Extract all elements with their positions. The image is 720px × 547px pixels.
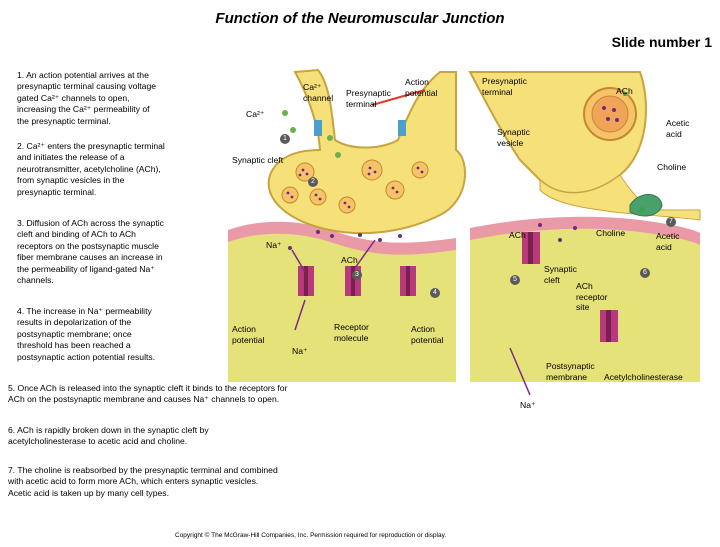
na-label-bottom: Na⁺: [292, 346, 308, 356]
na-label-left: Na⁺: [266, 240, 282, 250]
synaptic-vesicle-label: Synaptic vesicle: [497, 127, 530, 148]
page-title: Function of the Neuromuscular Junction: [215, 10, 505, 27]
ca-ion-label: Ca²⁺: [246, 109, 265, 119]
muscle-fiber-left: [228, 223, 456, 382]
action-potential-label-right: Action potential: [411, 324, 444, 345]
step-1-text: 1. An action potential arrives at the pr…: [17, 70, 157, 126]
synaptic-cleft-label-left: Synaptic cleft: [232, 155, 284, 165]
step-marker-4: 4: [430, 288, 440, 298]
presynaptic-terminal-label-right: Presynaptic terminal: [482, 76, 527, 97]
step-3-text: 3. Diffusion of ACh across the synaptic …: [17, 218, 164, 286]
acetic-acid-label-right: Acetic acid: [656, 231, 680, 252]
action-potential-label-top: Action potential: [405, 77, 438, 98]
choline-label-right: Choline: [596, 228, 626, 238]
na-label-right: Na⁺: [520, 400, 536, 410]
presynaptic-terminal-label-left: Presynaptic terminal: [346, 88, 391, 109]
acetic-acid-label-top: Acetic acid: [666, 118, 690, 139]
synaptic-vesicles-left: [281, 159, 429, 214]
step-7-text: 7. The choline is reabsorbed by the pres…: [8, 465, 278, 498]
acetylcholinesterase-label: Acetylcholinesterase: [604, 372, 683, 382]
postsynaptic-membrane-label: Postsynaptic membrane: [546, 361, 595, 382]
ach-label-right: ACh: [509, 230, 526, 240]
step-marker-6: 6: [640, 268, 650, 278]
ach-label-center: ACh: [341, 255, 358, 265]
acetylcholinesterase-enzyme: [629, 194, 663, 217]
step-2-text: 2. Ca²⁺ enters the presynaptic terminal …: [17, 141, 165, 197]
ach-receptor-site-label: ACh receptor site: [576, 281, 608, 312]
step-marker-7: 7: [666, 217, 676, 227]
choline-label-top: Choline: [657, 162, 687, 172]
step-marker-3: 3: [352, 270, 362, 280]
synaptic-cleft-label-right: Synaptic cleft: [544, 264, 577, 285]
ach-label-top: ACh: [616, 86, 633, 96]
slide-number: Slide number 1: [611, 34, 712, 50]
step-6-text: 6. ACh is rapidly broken down in the syn…: [8, 425, 209, 447]
copyright-notice: Copyright © The McGraw-Hill Companies, I…: [175, 532, 447, 539]
ca-channel-label: Ca²⁺ channel: [303, 82, 334, 103]
step-marker-1: 1: [280, 134, 290, 144]
step-5-text: 5. Once ACh is released into the synapti…: [8, 383, 288, 405]
receptor-molecule-label: Receptor molecule: [334, 322, 369, 343]
step-4-text: 4. The increase in Na⁺ permeability resu…: [17, 306, 156, 362]
action-potential-label-left: Action potential: [232, 324, 265, 345]
step-marker-2: 2: [308, 177, 318, 187]
step-marker-5: 5: [510, 275, 520, 285]
postsynaptic-membrane-left: [228, 221, 456, 255]
